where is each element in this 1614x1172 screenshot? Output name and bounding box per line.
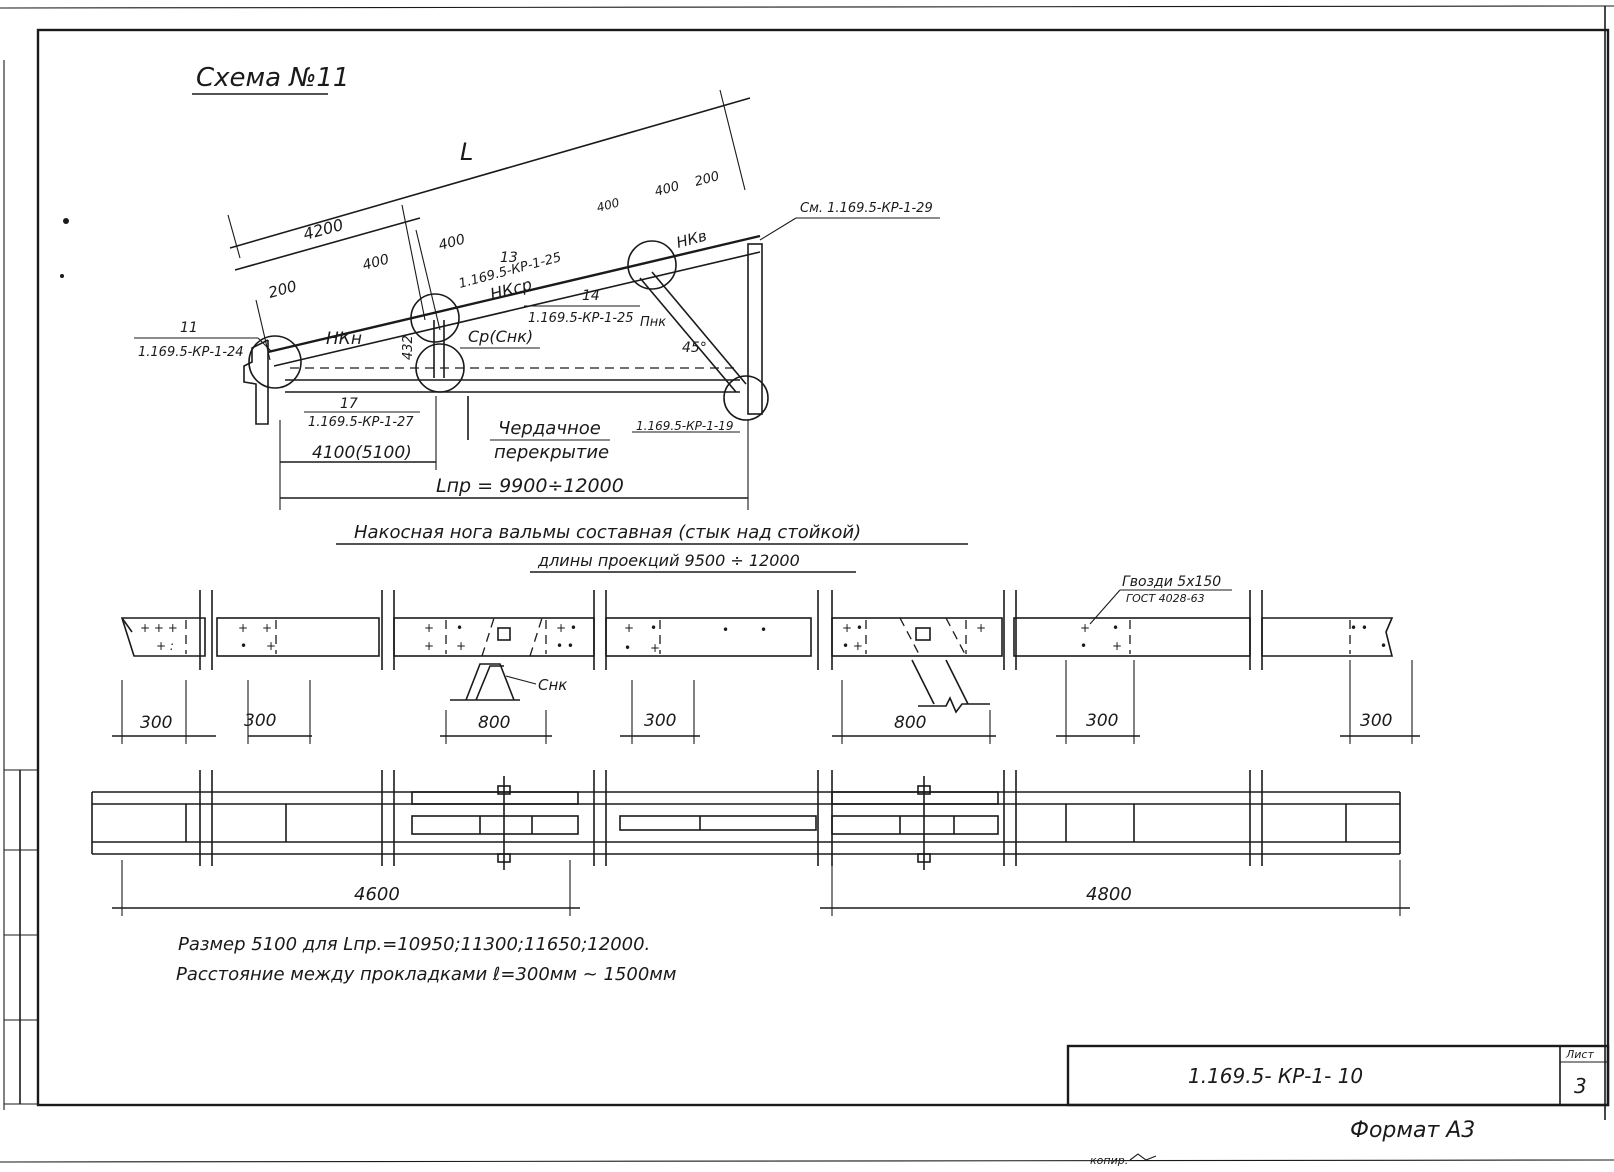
- dim-line-L: [229, 97, 751, 249]
- dim-top-1: 300: [140, 713, 172, 733]
- dim-top-3: 800: [478, 713, 510, 733]
- ref-19: 1.169.5-КР-1-19: [636, 419, 733, 433]
- section-heading-2: длины проекций 9500 ÷ 12000: [537, 551, 800, 570]
- copy-stamp: копир.: [1090, 1154, 1128, 1167]
- ref-11-num: 11: [180, 320, 198, 336]
- post: [747, 243, 763, 415]
- title-block: 1.169.5- КР-1- 10 Лист 3: [1066, 1044, 1610, 1107]
- svg-text:•: •: [1380, 639, 1387, 653]
- dim-400-c: 400: [595, 195, 621, 215]
- svg-text:•: •: [1080, 639, 1087, 653]
- dim-4600: 4600: [354, 884, 400, 905]
- angle-45: 45°: [682, 340, 707, 356]
- svg-text:+: +: [624, 621, 634, 635]
- svg-text:+: +: [456, 639, 466, 653]
- svg-text:•: •: [722, 623, 729, 637]
- node-pnk: Пнк: [640, 315, 666, 330]
- svg-text:+: +: [1112, 639, 1122, 653]
- nails-note-2: ГОСТ 4028-63: [1126, 592, 1205, 605]
- label-cherd-1: Чердачное: [498, 418, 601, 439]
- node-circle-nkn: [248, 335, 302, 389]
- dim-top-5: 800: [894, 713, 926, 733]
- nails-note-1: Гвозди 5x150: [1122, 574, 1221, 590]
- dim-4100: 4100(5100): [312, 443, 412, 463]
- note-2: Расстояние между прокладками ℓ=300мм ~ 1…: [176, 964, 676, 985]
- dim-L: L: [460, 138, 473, 166]
- dim-200-left: 200: [266, 277, 298, 302]
- dim-top-4: 300: [644, 711, 676, 731]
- note-1: Размер 5100 для Lпр.=10950;11300;11650;1…: [178, 934, 650, 955]
- ref-sm: См. 1.169.5-КР-1-29: [800, 201, 933, 216]
- dim-400-a: 400: [361, 251, 391, 273]
- svg-text:+ •: + •: [556, 621, 577, 635]
- svg-text:+: +: [266, 639, 276, 653]
- ref-14-code: 1.169.5-КР-1-25: [528, 311, 634, 326]
- svg-text:• +: • +: [842, 639, 863, 653]
- scheme-drawing: L 4200 11 1.169.5-КР-1-24: [134, 89, 940, 510]
- dim-top-6: 300: [1086, 711, 1118, 731]
- sheet-label: Лист: [1565, 1048, 1594, 1061]
- plan-dimensions: 300 300 800 300 800 300 300: [112, 660, 1420, 744]
- dim-4800: 4800: [1086, 884, 1132, 905]
- ref-13-num: 13: [500, 250, 518, 266]
- beam-plan-view: + + + + : + + • + + • + + + • • • + • • …: [112, 574, 1420, 744]
- ref-17-num: 17: [340, 396, 358, 412]
- svg-text:+: +: [238, 621, 248, 635]
- svg-text:+: +: [650, 641, 660, 655]
- svg-text:+ :: + :: [156, 639, 174, 653]
- svg-text:• •: • •: [1350, 621, 1368, 635]
- svg-text:•: •: [624, 641, 631, 655]
- beam-elevation-view: 4600 4800: [91, 770, 1410, 916]
- format-label: Формат А3: [1350, 1118, 1475, 1143]
- dim-400-d: 400: [653, 179, 681, 200]
- dim-432: 432: [401, 335, 416, 360]
- svg-text:•: •: [650, 621, 657, 635]
- svg-text:+: +: [1080, 621, 1090, 635]
- node-circle-support: [723, 375, 769, 421]
- sheet-number: 3: [1574, 1074, 1587, 1098]
- svg-text:• •: • •: [556, 639, 574, 653]
- snk-label: Снк: [538, 676, 567, 694]
- dim-200-right: 200: [693, 169, 721, 190]
- svg-text:+ + +: + + +: [140, 621, 178, 635]
- svg-text:•: •: [456, 621, 463, 635]
- ref-17-code: 1.169.5-КР-1-27: [308, 415, 414, 430]
- scheme-title: Схема №11: [196, 63, 349, 93]
- node-circle-nksr: [410, 293, 460, 343]
- rafter-top: [267, 234, 761, 354]
- rafter-bottom: [273, 251, 761, 367]
- dim-top-2: 300: [244, 711, 276, 731]
- node-nkn: НКн: [326, 329, 362, 349]
- svg-text:•: •: [760, 623, 767, 637]
- label-cherd-2: перекрытие: [494, 442, 609, 463]
- ref-11-code: 1.169.5-КР-1-24: [138, 345, 244, 360]
- ref-14-num: 14: [582, 288, 600, 304]
- section-heading-1: Накосная нога вальмы составная (стык над…: [354, 522, 861, 543]
- doc-code: 1.169.5- КР-1- 10: [1188, 1064, 1363, 1088]
- svg-text:+: +: [262, 621, 272, 635]
- svg-text:+: +: [424, 621, 434, 635]
- sheet-frame: [0, 5, 1614, 1163]
- dim-top-7: 300: [1360, 711, 1392, 731]
- svg-text:+: +: [976, 621, 986, 635]
- svg-text:•: •: [1112, 621, 1119, 635]
- node-sr: Ср(Снк): [468, 327, 533, 346]
- dim-lpr: Lпр = 9900÷12000: [436, 475, 624, 497]
- dim-4200: 4200: [301, 215, 345, 244]
- svg-text:+: +: [424, 639, 434, 653]
- node-circle-nkv: [627, 240, 677, 290]
- svg-text:•: •: [240, 639, 247, 653]
- dim-400-b: 400: [437, 231, 467, 253]
- node-circle-sr: [415, 343, 465, 393]
- svg-text:+ •: + •: [842, 621, 863, 635]
